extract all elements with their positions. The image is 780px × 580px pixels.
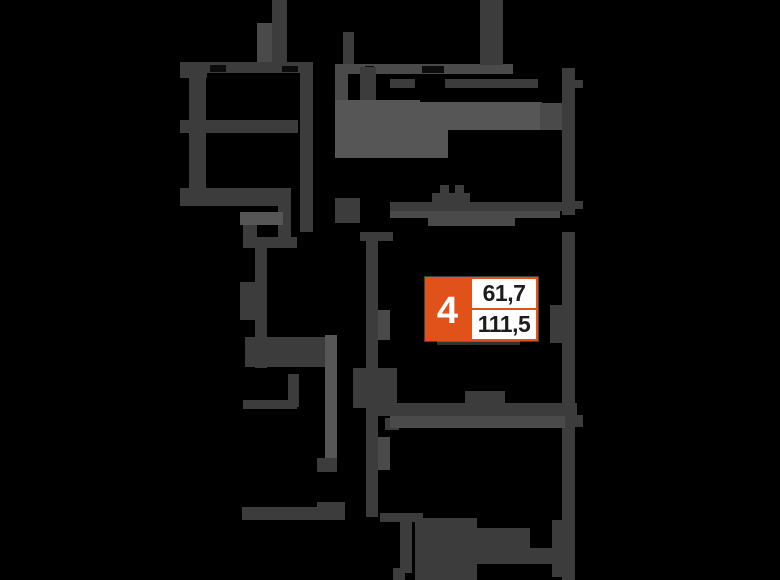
wall-segment bbox=[272, 0, 287, 64]
wall-segment bbox=[422, 66, 444, 73]
wall-segment bbox=[552, 520, 562, 577]
wall-segment bbox=[455, 185, 464, 195]
apartment-badge[interactable]: 4 61,7 111,5 bbox=[425, 277, 538, 341]
wall-segment bbox=[575, 80, 583, 88]
wall-segment bbox=[360, 67, 376, 103]
wall-segment bbox=[477, 528, 530, 548]
wall-segment bbox=[477, 548, 553, 564]
wall-segment bbox=[343, 32, 354, 65]
wall-segment bbox=[288, 374, 299, 407]
wall-segment bbox=[360, 232, 393, 241]
badge-area-boxes: 61,7 111,5 bbox=[470, 277, 538, 341]
wall-segment bbox=[353, 368, 397, 408]
wall-segment bbox=[210, 65, 226, 72]
wall-segment bbox=[420, 130, 448, 158]
wall-segment bbox=[575, 201, 583, 209]
wall-segment bbox=[278, 188, 291, 248]
wall-segment bbox=[240, 282, 256, 320]
total-area-value: 111,5 bbox=[470, 309, 538, 341]
wall-segment bbox=[390, 211, 560, 218]
wall-segment bbox=[240, 212, 283, 225]
wall-segment bbox=[540, 103, 562, 130]
wall-segment bbox=[437, 339, 520, 345]
living-area-value: 61,7 bbox=[470, 277, 538, 309]
wall-segment bbox=[420, 102, 542, 130]
apartment-number-badge: 4 bbox=[425, 277, 470, 341]
wall-segment bbox=[575, 415, 583, 427]
wall-segment bbox=[180, 188, 290, 206]
wall-segment bbox=[378, 310, 390, 340]
wall-segment bbox=[247, 237, 297, 248]
wall-segment bbox=[428, 217, 515, 226]
wall-segment bbox=[245, 337, 327, 367]
wall-segment bbox=[257, 23, 272, 65]
wall-segment bbox=[393, 568, 405, 580]
wall-segment bbox=[317, 502, 345, 520]
wall-segment bbox=[378, 437, 390, 470]
wall-segment bbox=[390, 202, 575, 211]
wall-segment bbox=[390, 416, 565, 428]
wall-segment bbox=[335, 100, 420, 158]
wall-segment bbox=[180, 120, 298, 133]
wall-segment bbox=[445, 79, 538, 88]
wall-segment bbox=[317, 458, 337, 472]
wall-segment bbox=[432, 193, 470, 203]
wall-segment bbox=[282, 66, 298, 72]
wall-segment bbox=[378, 403, 577, 416]
wall-segment bbox=[380, 513, 423, 522]
wall-segment bbox=[180, 62, 312, 73]
wall-segment bbox=[440, 185, 449, 195]
wall-segment bbox=[480, 0, 503, 65]
wall-segment bbox=[550, 305, 562, 343]
wall-segment bbox=[325, 335, 337, 472]
wall-segment bbox=[400, 522, 412, 573]
wall-segment bbox=[243, 400, 297, 409]
wall-segment bbox=[465, 391, 505, 404]
wall-segment bbox=[415, 518, 477, 580]
wall-segment bbox=[335, 198, 360, 223]
wall-segment bbox=[390, 79, 415, 88]
wall-segment bbox=[562, 68, 575, 215]
wall-segment bbox=[300, 62, 313, 232]
